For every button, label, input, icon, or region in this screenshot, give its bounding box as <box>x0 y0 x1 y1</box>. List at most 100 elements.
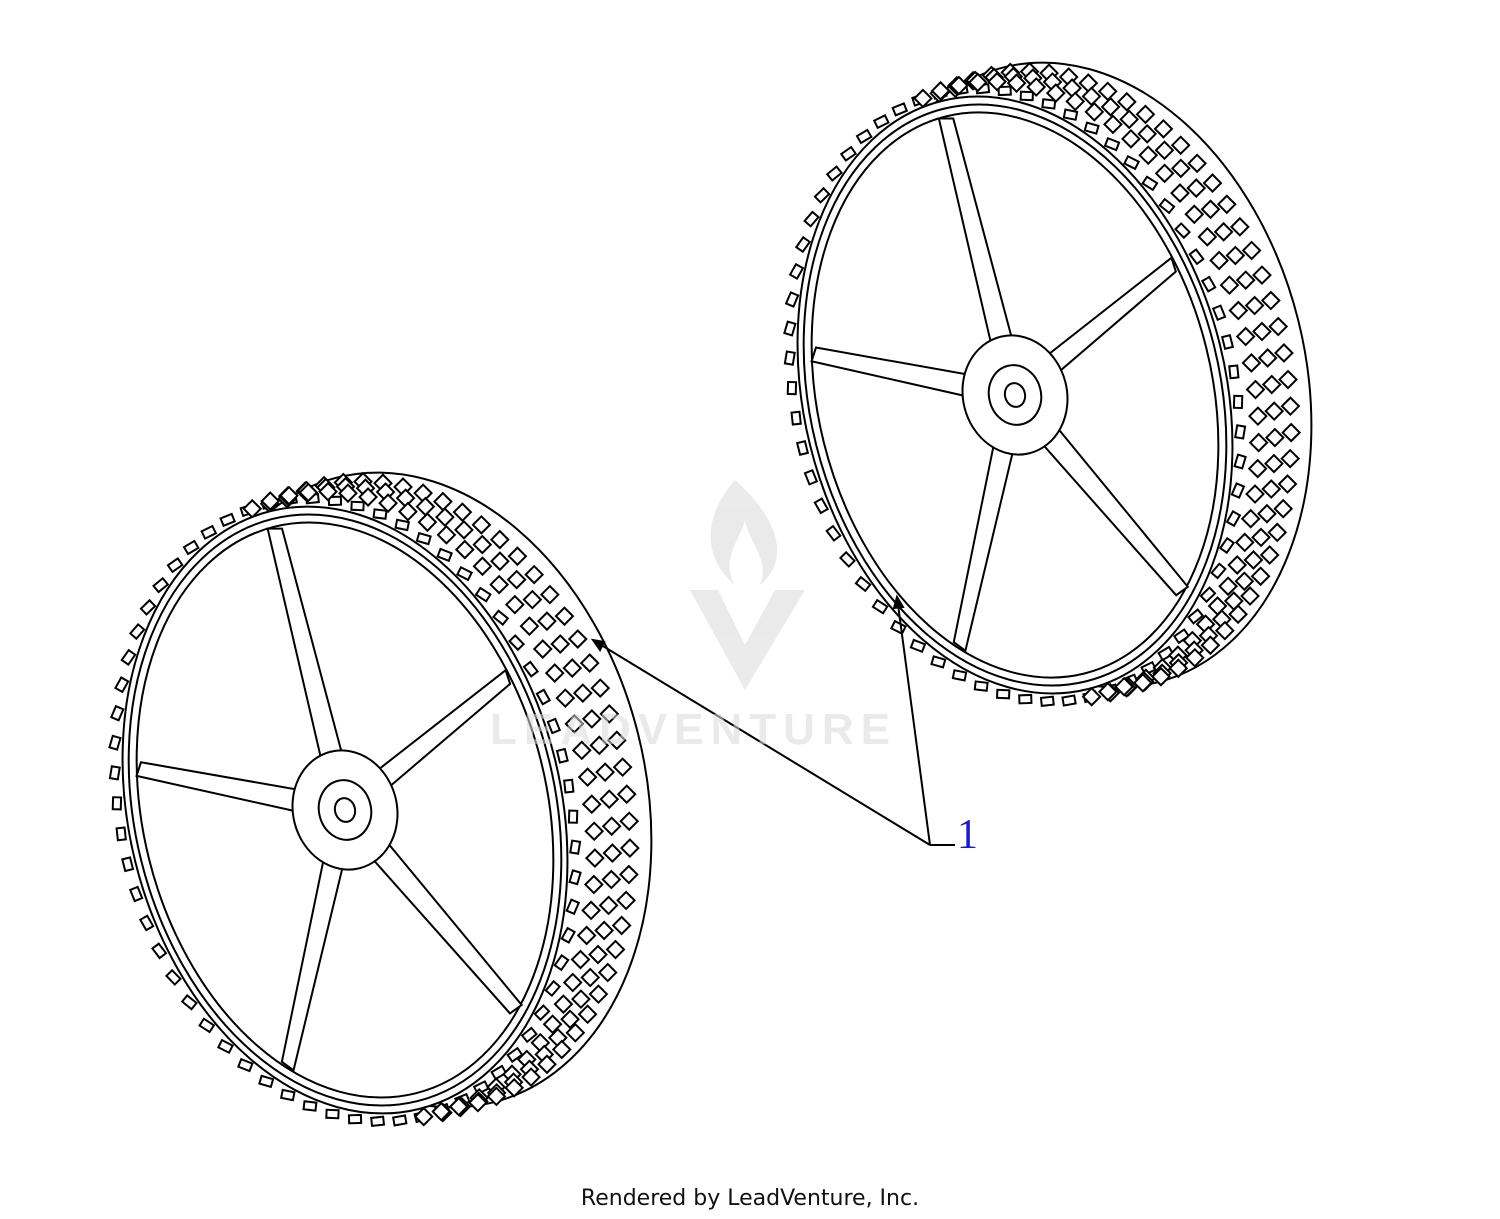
tread-lug <box>1158 197 1176 215</box>
tire-tread-lugs <box>783 82 1247 708</box>
tread-knob <box>1261 479 1282 499</box>
tread-knob <box>1257 503 1277 524</box>
tread-lug <box>790 410 802 426</box>
tread-knob <box>599 704 620 724</box>
tread-lug <box>1210 562 1227 580</box>
tread-knob <box>1260 290 1281 311</box>
tread-lug <box>1232 394 1244 410</box>
tread-lug <box>803 210 820 228</box>
tread-lug <box>783 350 796 366</box>
tread-lug <box>1123 155 1141 171</box>
tread-knob <box>1209 250 1230 271</box>
tread-lug <box>839 145 858 162</box>
tread-lug <box>139 598 157 616</box>
tread-lug <box>166 557 184 574</box>
tread-knob <box>562 658 583 678</box>
tread-lug <box>302 1100 318 1112</box>
tread-lug <box>555 747 569 764</box>
tread-lug <box>1225 510 1242 528</box>
tread-knob <box>1267 522 1288 543</box>
tread-lug <box>1218 536 1236 555</box>
tread-knob <box>1252 321 1272 342</box>
tread-lug <box>394 518 411 532</box>
tread-lug <box>327 495 343 507</box>
tread-knob <box>1265 427 1285 448</box>
tread-lug <box>565 898 581 916</box>
tread-knob <box>1248 432 1269 453</box>
tread-lug <box>1041 98 1057 110</box>
tread-lug <box>372 508 388 520</box>
tread-knob <box>584 821 605 842</box>
tread-lug <box>872 114 890 130</box>
tread-knob <box>599 789 620 810</box>
tread-knob <box>1026 77 1047 97</box>
tread-lug <box>813 497 830 515</box>
tread-knob <box>537 611 557 632</box>
tread-lug <box>138 914 155 932</box>
tread-knob <box>560 1009 580 1030</box>
leader-line-left-wheel <box>592 639 931 846</box>
tread-knob <box>1240 508 1261 529</box>
tread-knob <box>1216 194 1237 215</box>
tread-lug <box>392 1114 408 1127</box>
tread-lug <box>1211 304 1227 322</box>
tread-lug <box>350 500 365 512</box>
tread-lug <box>825 524 842 542</box>
tread-knob <box>298 482 319 503</box>
tread-knob <box>1184 647 1205 668</box>
tread-lug <box>522 660 540 678</box>
tread-knob <box>1213 221 1234 242</box>
wheel-left[interactable] <box>61 422 716 1161</box>
tread-knob <box>606 730 627 751</box>
tread-lug <box>560 926 576 944</box>
tread-knob <box>338 483 358 504</box>
tread-knob <box>564 714 585 734</box>
tread-knob <box>1247 458 1268 479</box>
tread-lug <box>1199 586 1217 604</box>
tread-knob <box>454 539 475 560</box>
tread-knob <box>1234 571 1255 592</box>
tread-knob <box>1153 118 1174 139</box>
tread-knob <box>1170 135 1191 156</box>
leadventure-watermark-logo <box>690 480 805 690</box>
tread-knob <box>1081 686 1102 707</box>
tread-lug <box>533 1004 551 1022</box>
tread-knob <box>433 491 453 512</box>
tread-knob <box>1132 672 1153 693</box>
wheel-right[interactable] <box>737 13 1375 740</box>
tread-knob <box>611 915 632 936</box>
tread-lug <box>216 1038 234 1055</box>
callout-number-1[interactable]: 1 <box>957 812 978 858</box>
tread-knob <box>504 594 525 615</box>
tread-knob <box>1184 204 1205 225</box>
tread-knob <box>612 757 633 778</box>
tread-knob <box>490 551 510 572</box>
tread-knob <box>1219 275 1240 296</box>
tread-lug <box>508 634 526 652</box>
tread-knob <box>544 663 565 683</box>
tread-lug <box>108 765 121 781</box>
tread-lug <box>889 619 907 635</box>
tread-knob <box>519 616 540 637</box>
tread-knob <box>1280 448 1301 469</box>
tread-knob <box>1214 620 1235 641</box>
tread-knob <box>1081 86 1102 107</box>
tread-lug <box>535 688 552 706</box>
tread-knob <box>522 589 543 610</box>
tread-knob <box>551 1039 572 1060</box>
tread-knob <box>1154 163 1175 184</box>
tread-knob <box>967 72 988 93</box>
tread-knob <box>1264 401 1285 422</box>
tread-knob <box>580 967 601 988</box>
tread-knob <box>1235 270 1256 291</box>
tread-lug <box>474 586 492 603</box>
axle-hole <box>1003 382 1027 408</box>
tread-lug <box>258 1074 275 1089</box>
watermark-text: LEADVENTURE <box>490 705 898 754</box>
tread-lug <box>325 1108 340 1120</box>
tread-knob <box>1138 145 1159 166</box>
tread-lug <box>567 809 579 824</box>
tread-lug <box>128 622 146 641</box>
tread-knob <box>1151 666 1171 687</box>
